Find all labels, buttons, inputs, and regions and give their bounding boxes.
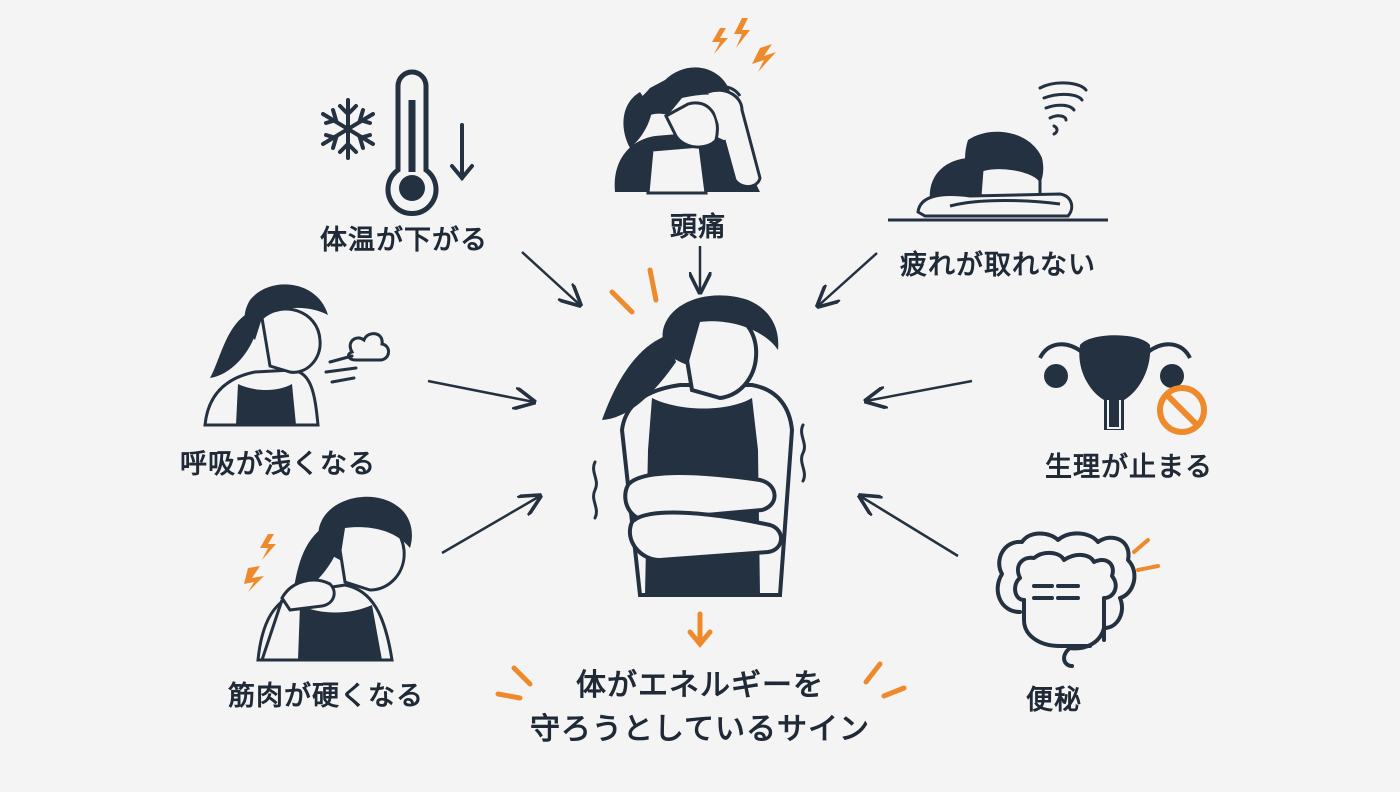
center-figure [602,295,795,597]
uterus-icon [1038,335,1192,430]
symptom-label-constipation: 便秘 [1026,685,1082,716]
symptom-label-headache: 頭痛 [670,212,726,243]
arrow-breathing [427,379,534,402]
lightning-icon [244,534,276,592]
symptom-label-body-temp: 体温が下がる [320,225,488,256]
thermometer-icon [385,69,439,216]
center-down-arrow [687,611,713,648]
symptom-label-breathing: 呼吸が浅くなる [180,449,376,480]
center-caption: 体がエネルギーを 守ろうとしているサイン [500,664,900,752]
stress-marks [609,267,659,315]
constipation-marks [1132,538,1160,572]
symptom-label-muscle: 筋肉が硬くなる [228,681,424,712]
arrow-muscle [441,496,540,555]
spark-marks [495,661,907,701]
shiver-lines [592,423,806,520]
arrow-period [866,379,973,401]
intestine-icon [995,531,1137,668]
breathing-figure [203,284,328,427]
fatigue-figure [888,131,1108,222]
lightning-icon [712,18,776,72]
muscle-figure [256,496,412,662]
snowflake-icon [321,98,375,160]
tornado-icon [1038,81,1088,136]
center-caption-line1: 体がエネルギーを [576,668,824,703]
symptom-label-period: 生理が止まる [1045,452,1213,483]
symptom-label-fatigue: 疲れが取れない [900,250,1096,281]
arrow-body-temp [521,251,580,305]
arrow-constipation [860,496,959,558]
arrows [427,246,973,558]
center-caption-line2: 守ろうとしているサイン [529,712,871,747]
breath-cloud-icon [324,332,390,384]
headache-figure [614,67,762,195]
down-arrow-icon [450,123,474,182]
prohibited-icon [1157,385,1207,435]
arrow-fatigue [818,252,878,306]
